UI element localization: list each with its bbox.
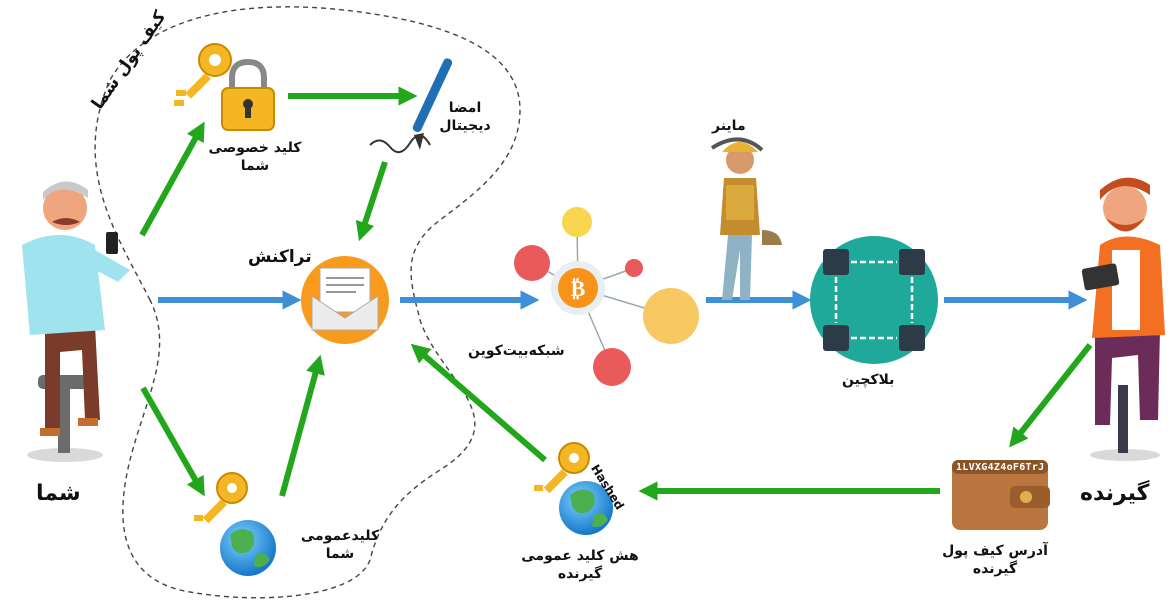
- miner-label: ماینر: [712, 118, 746, 134]
- arrows: [139, 86, 1093, 501]
- svg-text:₿: ₿: [571, 277, 586, 302]
- key-icon: [174, 43, 232, 106]
- sender-label: شما: [36, 481, 81, 506]
- blockchain-chain-icon: [810, 236, 938, 364]
- person-recipient-icon: [1081, 177, 1165, 461]
- recipient-label: گیرنده: [1080, 481, 1150, 506]
- arrow-signature-to-transaction: [355, 161, 388, 242]
- key-icon: [534, 442, 590, 494]
- bitcoin-network-icon: ₿: [514, 207, 699, 386]
- arrow-hash-to-transaction: [410, 343, 547, 463]
- wallet-icon: [952, 460, 1050, 530]
- person-sender-icon: [22, 181, 130, 462]
- blockchain-label: بلاکچین: [842, 372, 895, 388]
- bitcoin-network-label: شبکه‌بیت‌کوین: [468, 343, 565, 359]
- public-key-label: کلیدعمومی شما: [300, 528, 380, 562]
- hash-public-key-label: هش کلید عمومی گیرنده: [521, 548, 639, 582]
- globe-icon: [559, 481, 613, 535]
- arrow-recipient-to-wallet: [1009, 343, 1093, 448]
- arrow-public-key-to-transaction: [279, 354, 325, 497]
- private-key-label: کلید خصوصی شما: [208, 140, 302, 174]
- wallet-address-code: 1LVXG4Z4oF6TrJ: [956, 462, 1045, 473]
- arrow-you-to-public-key: [140, 386, 205, 497]
- signature-scribble: [369, 134, 431, 154]
- key-icon: [194, 472, 248, 524]
- arrow-you-to-private-key: [139, 121, 205, 237]
- padlock-icon: [221, 58, 275, 131]
- transaction-label: تراکنش: [248, 247, 312, 267]
- pen-icon: [369, 58, 453, 154]
- wallet-address-label: آدرس کیف پول گیرنده: [942, 543, 1048, 577]
- miner-icon: [710, 137, 782, 300]
- wallet-boundary: [94, 6, 521, 599]
- digital-signature-label: امضا دیجیتال: [439, 100, 491, 134]
- globe-icon: [220, 520, 276, 576]
- transaction-envelope-icon: [301, 256, 389, 344]
